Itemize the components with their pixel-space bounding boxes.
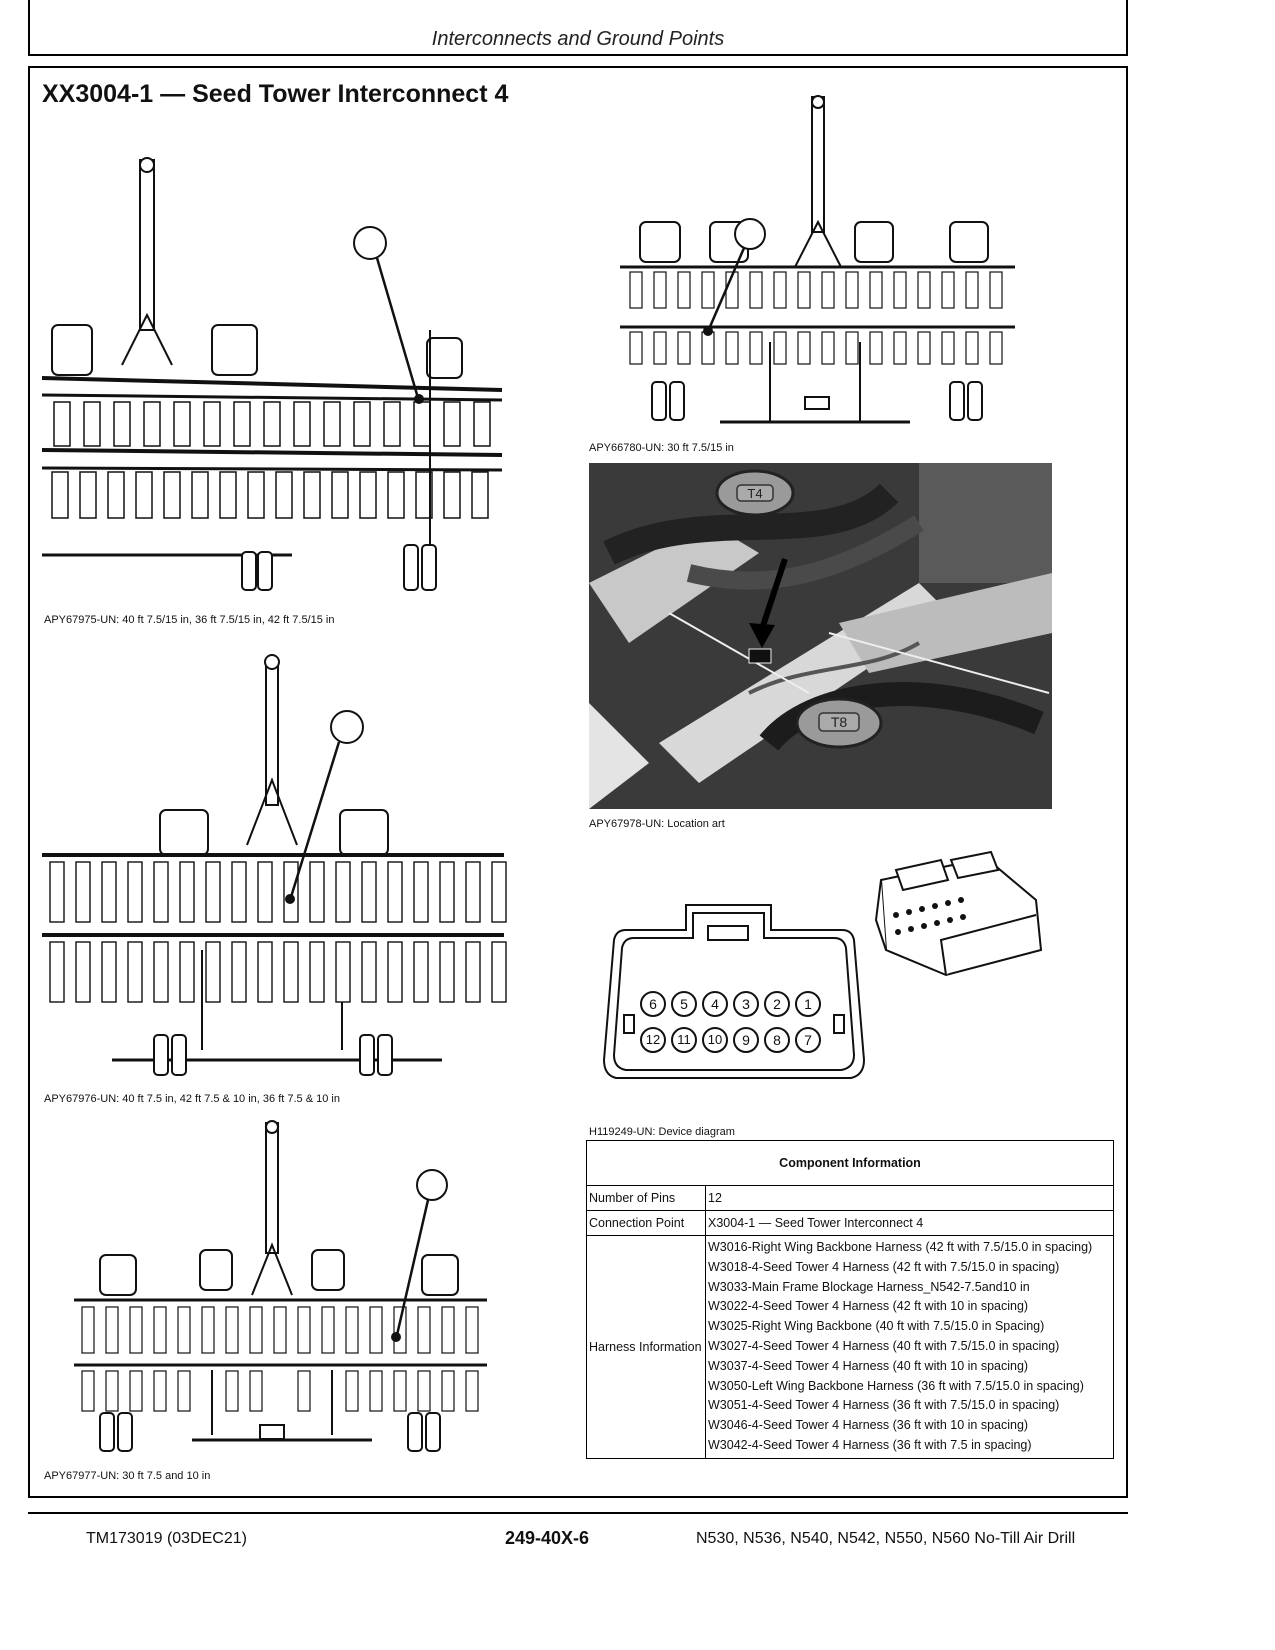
component-info-heading: Component Information	[586, 1140, 1114, 1186]
table-row: Harness Information W3016-Right Wing Bac…	[586, 1235, 1114, 1459]
connector-device-diagram	[602, 850, 1043, 1079]
pin-row-bottom: 12 11 10 9 8 7	[640, 1027, 840, 1053]
figure-caption: APY67975-UN: 40 ft 7.5/15 in, 36 ft 7.5/…	[44, 614, 335, 626]
pin-11: 11	[671, 1027, 697, 1053]
harness-item: W3042-4-Seed Tower 4 Harness (36 ft with…	[708, 1437, 1032, 1452]
pin-9: 9	[733, 1027, 759, 1053]
page-header: Interconnects and Ground Points	[28, 0, 1128, 56]
pin-row-top: 6 5 4 3 2 1	[640, 991, 840, 1017]
pin-12: 12	[640, 1027, 666, 1053]
pin-1: 1	[795, 991, 821, 1017]
footer-divider	[28, 1512, 1128, 1514]
row-label: Number of Pins	[586, 1185, 706, 1211]
header-title: Interconnects and Ground Points	[431, 28, 725, 50]
harness-item: W3022-4-Seed Tower 4 Harness (42 ft with…	[708, 1299, 1029, 1314]
pin-8: 8	[764, 1027, 790, 1053]
pin-6: 6	[640, 991, 666, 1017]
footer-doc-id: TM173019 (03DEC21)	[86, 1530, 247, 1547]
pin-7: 7	[795, 1027, 821, 1053]
tower-label-t4: T4	[747, 486, 762, 501]
section-title: XX3004-1 — Seed Tower Interconnect 4	[42, 80, 509, 108]
row-label: Connection Point	[586, 1210, 706, 1236]
harness-item: W3027-4-Seed Tower 4 Harness (40 ft with…	[708, 1338, 1060, 1353]
figure-caption: APY67977-UN: 30 ft 7.5 and 10 in	[44, 1470, 211, 1482]
harness-item: W3018-4-Seed Tower 4 Harness (42 ft with…	[708, 1259, 1060, 1274]
row-value: X3004-1 — Seed Tower Interconnect 4	[705, 1210, 1114, 1236]
pin-10: 10	[702, 1027, 728, 1053]
pin-5: 5	[671, 991, 697, 1017]
harness-item: W3037-4-Seed Tower 4 Harness (40 ft with…	[708, 1358, 1029, 1373]
drill-illustration-30ft-7-5-15	[620, 95, 1015, 424]
drill-illustration-40ft-7-5	[42, 654, 507, 1076]
drill-illustration-40ft	[42, 157, 503, 591]
harness-item: W3046-4-Seed Tower 4 Harness (36 ft with…	[708, 1418, 1029, 1433]
footer-models: N530, N536, N540, N542, N550, N560 No-Ti…	[696, 1530, 1076, 1547]
pin-2: 2	[764, 991, 790, 1017]
content-frame	[28, 66, 1128, 1498]
harness-item: W3016-Right Wing Backbone Harness (42 ft…	[708, 1240, 1093, 1254]
tower-label-t8: T8	[831, 714, 848, 730]
row-value: 12	[705, 1185, 1114, 1211]
harness-info-label: Harness Information	[586, 1235, 706, 1459]
drill-illustration-30ft-7-5-10	[74, 1120, 487, 1452]
figure-caption: APY67976-UN: 40 ft 7.5 in, 42 ft 7.5 & 1…	[44, 1093, 340, 1105]
figure-caption: APY66780-UN: 30 ft 7.5/15 in	[589, 442, 734, 454]
footer-page-number: 249-40X-6	[505, 1528, 590, 1548]
harness-item: W3051-4-Seed Tower 4 Harness (36 ft with…	[708, 1398, 1060, 1413]
harness-item: W3033-Main Frame Blockage Harness_N542-7…	[708, 1279, 1030, 1294]
harness-item: W3025-Right Wing Backbone (40 ft with 7.…	[708, 1319, 1045, 1334]
location-photo: T4 T8	[589, 463, 1052, 809]
pin-3: 3	[733, 991, 759, 1017]
table-row: Connection Point X3004-1 — Seed Tower In…	[586, 1210, 1114, 1236]
figure-caption: H119249-UN: Device diagram	[589, 1126, 735, 1138]
harness-item: W3050-Left Wing Backbone Harness (36 ft …	[708, 1378, 1084, 1393]
component-info-table: Component Information Number of Pins 12 …	[586, 1140, 1114, 1459]
table-row: Number of Pins 12	[586, 1185, 1114, 1211]
pin-4: 4	[702, 991, 728, 1017]
figure-caption: APY67978-UN: Location art	[589, 818, 725, 830]
